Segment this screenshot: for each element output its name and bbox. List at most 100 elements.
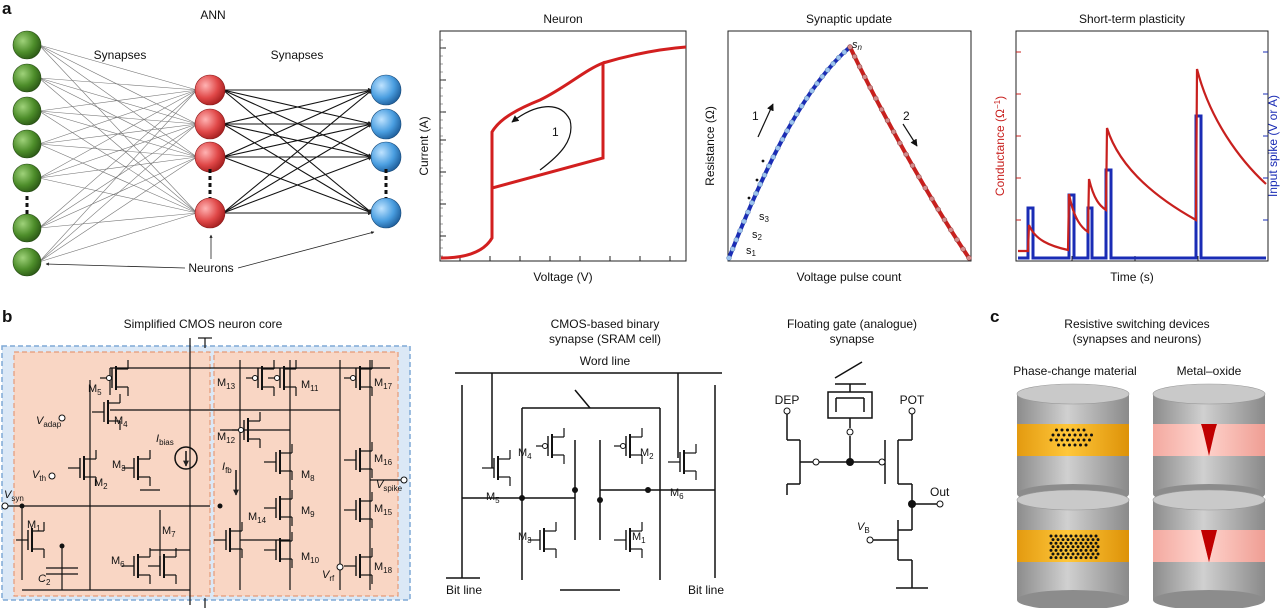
input-neuron — [12, 129, 42, 159]
state-dot — [747, 196, 751, 200]
pcm-crystal-dot — [1081, 538, 1085, 542]
out-node — [908, 500, 916, 508]
synapse-connection — [38, 77, 198, 214]
pcm-crystal-dot — [1086, 545, 1090, 549]
potentiation-label: 1 — [752, 109, 759, 123]
neuron-plot: Neuron 1 Voltage (V) Current (A) — [417, 12, 687, 284]
pcm-crystal-dot — [1077, 438, 1080, 442]
pcm-crystal-dot — [1057, 443, 1060, 447]
cmos-neuron-title: Simplified CMOS neuron core — [124, 317, 283, 331]
pcm-crystal-dot — [1096, 552, 1100, 556]
state-s3-label: s3 — [759, 211, 770, 224]
synaptic-plot-title: Synaptic update — [806, 12, 892, 26]
potentiation-state — [733, 237, 739, 243]
metal-oxide-device — [1152, 489, 1266, 608]
sram-m4-label: M4 — [518, 447, 532, 461]
sram-m2-label: M2 — [640, 447, 654, 461]
sram-transistor-m2-bubble — [620, 443, 626, 449]
device-top — [1016, 489, 1130, 511]
pcm-crystal-dot — [1054, 548, 1058, 552]
depression-state — [909, 162, 916, 169]
pcm-crystal-dot — [1094, 556, 1098, 560]
resistive-title-line2: (synapses and neurons) — [1073, 332, 1202, 346]
resistive-devices: Resistive switching devices (synapses an… — [1013, 317, 1266, 608]
neuron-cycle-arrow — [511, 106, 572, 171]
pcm-crystal-dot — [1090, 433, 1093, 437]
junction-dot — [519, 495, 525, 501]
depression-state — [897, 140, 903, 146]
pcm-label: Phase-change material — [1013, 364, 1136, 378]
pcm-crystal-dot — [1074, 534, 1078, 538]
potentiation-state — [761, 172, 768, 178]
pcm-crystal-dot — [1055, 428, 1058, 432]
label-m5: M5 — [88, 383, 102, 397]
label-m4: M4 — [114, 415, 128, 429]
state-dot — [755, 178, 759, 182]
floating-gate-circuit: Floating gate (analogue) synapse — [775, 317, 950, 589]
pcm-crystal-dot — [1049, 438, 1053, 442]
synapse-connection — [38, 156, 198, 229]
label-m16: M16 — [374, 453, 393, 467]
input-spike-trace — [1018, 114, 1266, 260]
depression-state — [916, 174, 922, 180]
depression-state — [954, 237, 960, 243]
transistor-m5-bubble — [106, 375, 112, 381]
pcm-crystal-dot — [1069, 556, 1073, 560]
fg-title-line2: synapse — [830, 332, 875, 346]
word-line-label: Word line — [580, 354, 631, 368]
depression-curve — [848, 46, 971, 260]
pcm-crystal-dot — [1054, 541, 1058, 545]
synapse-connection — [38, 177, 198, 214]
pcm-crystal-dot — [1066, 552, 1070, 556]
pcm-crystal-dot — [1061, 545, 1065, 549]
state-s1-label: s1 — [746, 245, 757, 258]
metal-oxide-device — [1152, 383, 1266, 504]
pcm-crystal-dot — [1054, 534, 1058, 538]
label-m11: M11 — [301, 379, 319, 393]
depression-state — [935, 206, 941, 213]
output-neuron — [370, 74, 402, 106]
synapse-connection — [38, 123, 198, 179]
depression-state — [862, 74, 868, 80]
fg-node — [846, 458, 854, 466]
pcm-crystal-dot — [1060, 428, 1064, 432]
cmos-neuron-circuit: Simplified CMOS neuron core — [1, 317, 411, 608]
output-neuron — [370, 197, 402, 229]
label-m15: M15 — [374, 503, 393, 517]
depression-state — [922, 185, 928, 191]
label-vspike: Vspike — [376, 479, 403, 493]
potentiation-curve — [727, 45, 852, 259]
label-m7: M7 — [162, 525, 176, 539]
neuron-right-block — [213, 351, 399, 597]
pcm-crystal-dot — [1071, 552, 1075, 556]
neuron-upper-branch — [602, 45, 687, 65]
sram-m1-label: M1 — [632, 531, 646, 545]
synapse-connection — [222, 122, 373, 158]
pcm-crystal-dot — [1066, 545, 1070, 549]
synapses-left-label: Synapses — [94, 48, 147, 62]
sram-m6-label: M6 — [670, 487, 684, 501]
synapse-connection — [222, 89, 373, 158]
pcm-crystal-dot — [1079, 541, 1083, 545]
out-terminal — [936, 500, 944, 508]
mox-label: Metal–oxide — [1177, 364, 1242, 378]
pcm-crystal-dot — [1049, 534, 1053, 538]
panel-label-b: b — [2, 307, 12, 326]
transistor-m13-bubble — [252, 375, 258, 381]
neuron-plot-xlabel: Voltage (V) — [533, 270, 592, 284]
pcm-crystal-dot — [1066, 538, 1070, 542]
device-bottom — [1017, 590, 1129, 608]
potentiation-state — [784, 128, 790, 134]
potentiation-state — [766, 163, 772, 169]
potentiation-state — [819, 73, 825, 80]
pcm-crystal-dot — [1084, 433, 1088, 437]
stp-plot-xlabel: Time (s) — [1110, 270, 1154, 284]
synapse-connection — [38, 89, 198, 179]
synapse-connection — [38, 44, 198, 214]
pcm-crystal-dot — [1077, 428, 1080, 432]
neuron-labels: M5 M4 M3 M2 M1 M6 M7 M8 M9 M10 M11 M12 M… — [4, 377, 403, 587]
depression-state — [929, 196, 935, 202]
depression-state — [851, 53, 858, 60]
stp-plot-ticks — [1016, 51, 1268, 261]
depression-state — [941, 217, 948, 223]
